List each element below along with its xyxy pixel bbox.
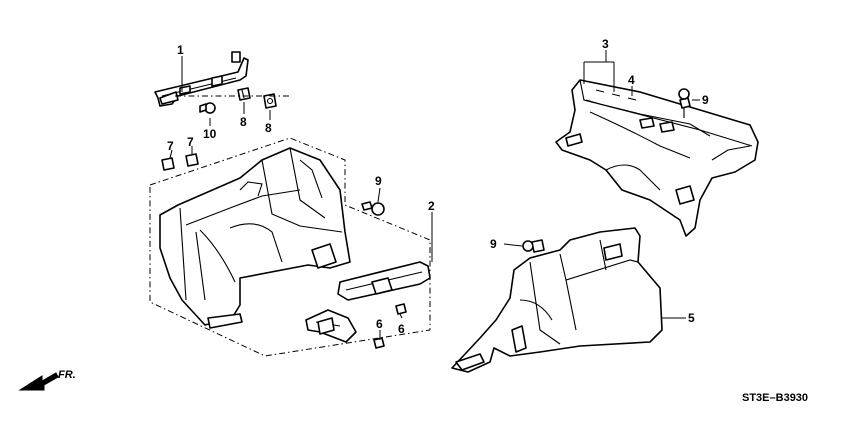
callout-7-b: 7 <box>187 135 194 149</box>
callout-1: 1 <box>177 43 184 57</box>
bolt-part-10 <box>199 102 216 114</box>
bracket-part-1 <box>154 51 249 107</box>
callout-8-b: 8 <box>265 121 272 135</box>
callout-3: 3 <box>602 37 609 51</box>
strap-part-2 <box>305 261 431 343</box>
clip-part-7-a <box>161 157 175 171</box>
callout-6-a: 6 <box>376 317 383 331</box>
bolt-part-9-b <box>678 88 691 118</box>
callout-8-a: 8 <box>240 115 247 129</box>
leader-lines <box>169 50 700 340</box>
callout-2: 2 <box>428 199 435 213</box>
rear-trim-part-3 <box>555 79 759 237</box>
clip-part-8-b <box>263 93 277 109</box>
callout-labels: 1 10 8 8 7 7 9 2 6 6 3 4 9 9 5 <box>167 37 709 336</box>
trunk-lining-right <box>451 227 663 373</box>
callout-5: 5 <box>688 311 695 325</box>
callout-9-c: 9 <box>490 237 497 251</box>
callout-7-a: 7 <box>167 139 174 153</box>
assembly-outline-left <box>149 137 431 357</box>
diagram-code: ST3E–B3930 <box>742 392 808 404</box>
front-direction-arrow: FR. <box>18 369 76 391</box>
callout-10: 10 <box>203 127 217 141</box>
bolt-part-9-a <box>361 201 385 216</box>
screw-part-6-a <box>373 337 385 349</box>
bolt-part-9-c <box>522 239 545 253</box>
trunk-lining-left <box>159 147 351 329</box>
screw-part-6-b <box>395 303 407 315</box>
callout-9-a: 9 <box>375 174 382 188</box>
callout-4: 4 <box>628 73 635 87</box>
callout-6-b: 6 <box>398 322 405 336</box>
front-direction-label: FR. <box>58 369 76 381</box>
callout-9-b: 9 <box>702 93 709 107</box>
clip-part-8-a <box>237 87 251 101</box>
clip-part-7-b <box>185 153 199 167</box>
